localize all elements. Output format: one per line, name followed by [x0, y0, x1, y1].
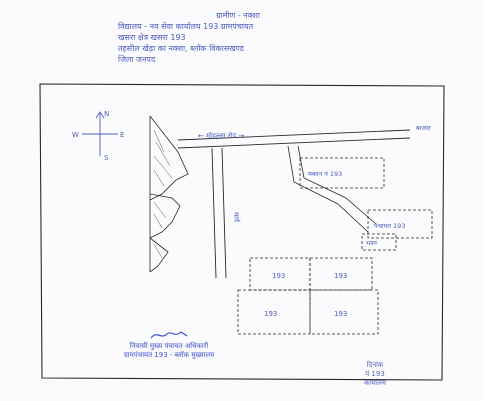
map-border [39, 83, 445, 381]
plot-d-label: 193 [334, 310, 347, 318]
plot-right-bottom-label: भवन [366, 240, 378, 247]
header-line-2: विद्यालय - नव सेवा कार्यालय 193 ग्रामपंच… [118, 22, 254, 31]
header-line-1: ग्रामीण - नक्शा [216, 11, 260, 20]
handwritten-header: ग्रामीण - नक्शा विद्यालय - नव सेवा कार्य… [118, 10, 358, 65]
hill-hatching [153, 129, 173, 259]
compass-w-label: W [72, 131, 79, 139]
building-label: मकान नं 193 [308, 170, 342, 178]
header-line-5: जिला जनपद [118, 55, 156, 64]
side-road-label: मार्ग [232, 212, 241, 223]
compass-s-label: S [104, 154, 109, 162]
plot-b-label: 193 [334, 272, 347, 280]
signature-mark [150, 331, 188, 339]
stamp-line-2: ग्रामपंचायत 193 - ब्लॉक मुख्यालय [123, 351, 215, 359]
bottom-note-line-2: पं 193 [365, 370, 385, 378]
bottom-note-line-1: दिनांक [366, 361, 384, 369]
plot-a-label: 193 [272, 272, 285, 280]
plot-c-label: 193 [264, 310, 277, 318]
header-line-3: खसरा क्षेत्र खसरा 193 [118, 33, 186, 42]
header-line-4: तहसील खेड़ा का नक्शा, ब्लॉक विकासखण्ड [118, 44, 244, 53]
main-road-right-label: बाजार [416, 124, 431, 132]
main-road [177, 129, 411, 149]
building-plot [299, 157, 385, 189]
official-stamp: निवासी मुख्य पंचायत अधिकारी ग्रामपंचायत … [104, 328, 234, 360]
main-road-label: ← मोहल्ला रोड → [198, 131, 244, 140]
side-road [211, 147, 227, 279]
hand-drawn-map: N S W E ← मोहल्ला रोड → बाजार [39, 83, 445, 381]
compass-e-label: E [120, 131, 124, 139]
plot-right-top-label: पंचायत 193 [374, 222, 405, 230]
plot-right-top [367, 209, 433, 239]
plot-cluster [237, 257, 379, 335]
bottom-note: दिनांक पं 193 कार्यालय [330, 361, 420, 388]
lane [287, 145, 377, 233]
compass-n-label: N [104, 110, 109, 118]
plot-right-bottom [361, 233, 397, 251]
stamp-line-1: निवासी मुख्य पंचायत अधिकारी [129, 342, 209, 350]
hill-region [149, 115, 189, 273]
compass-icon [82, 111, 118, 156]
bottom-note-line-3: कार्यालय [364, 379, 386, 387]
